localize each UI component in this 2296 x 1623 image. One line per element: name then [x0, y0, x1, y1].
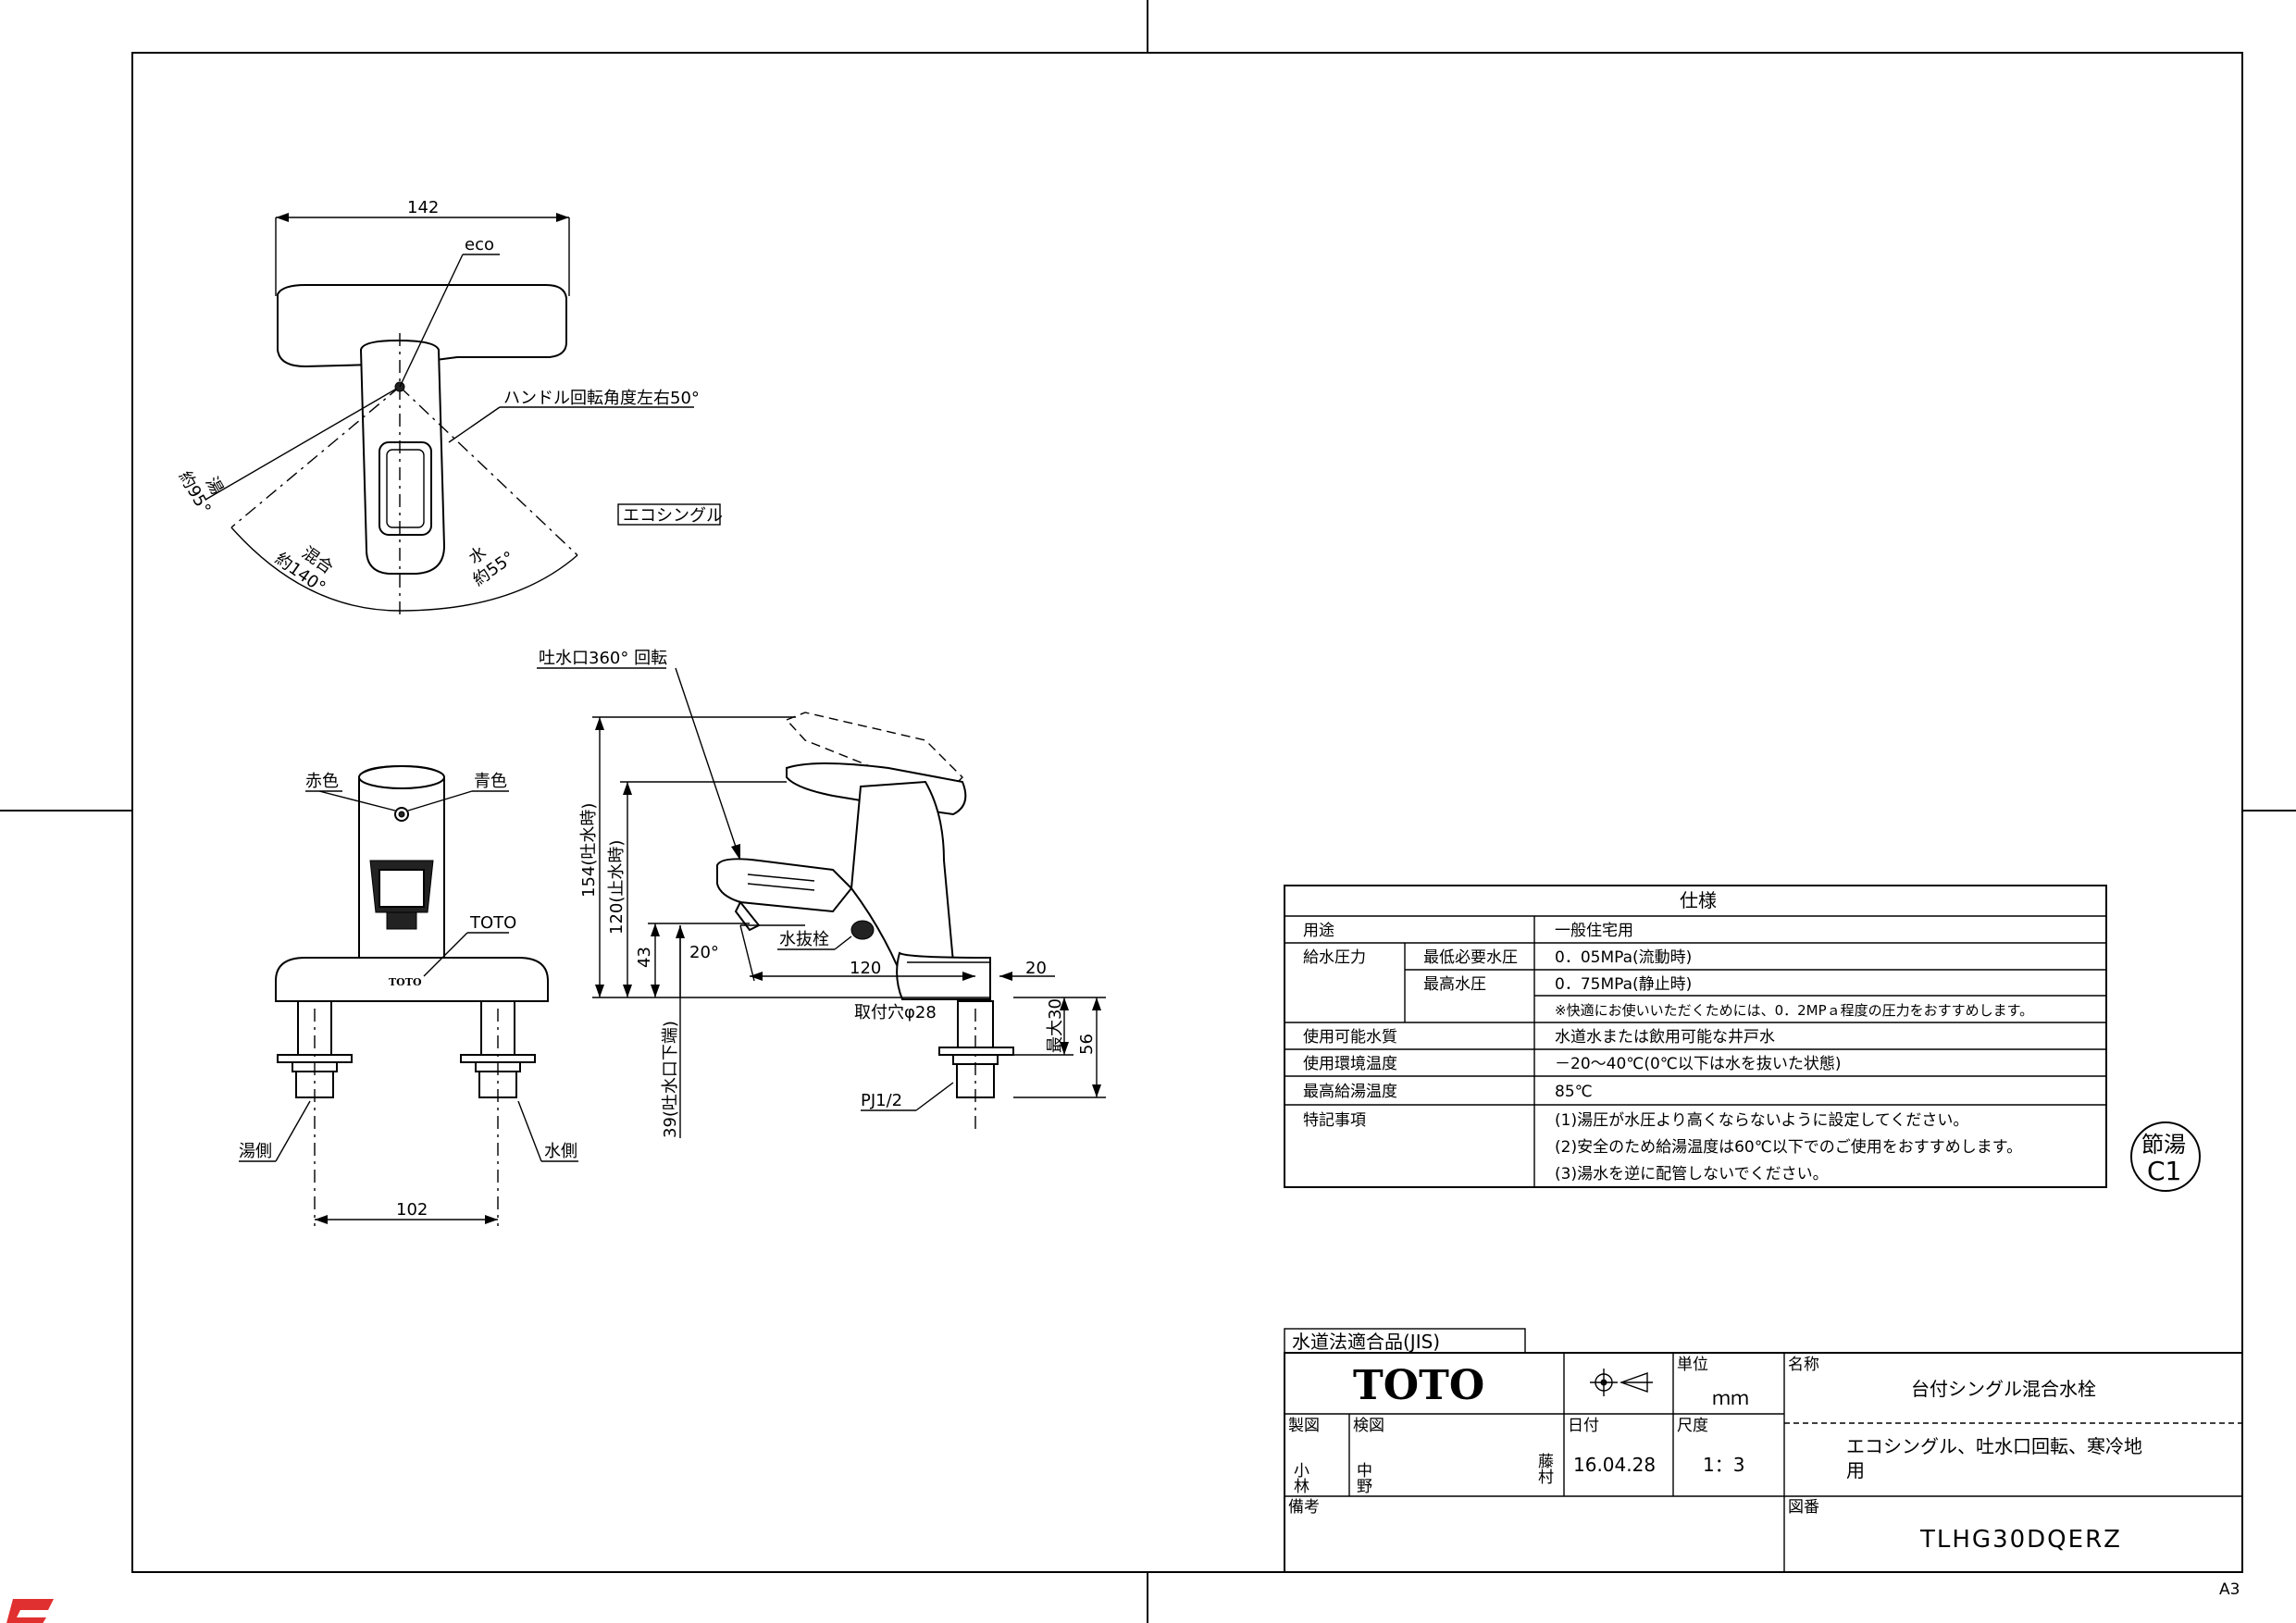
spec-row-7-label: 特記事項 — [1303, 1111, 1366, 1130]
dim-142: 142 — [407, 198, 439, 217]
svg-text:C1: C1 — [2147, 1156, 2181, 1186]
spec-row-4-label: 使用可能水質 — [1303, 1027, 1397, 1047]
brand-logo: TOTO — [1353, 1362, 1484, 1409]
top-view: 142 eco ハンドル回転角度左右50° 湯約95° 混合約140° 水約55… — [175, 198, 723, 615]
date-label: 日付 — [1568, 1417, 1599, 1435]
spec-row-2-sub: 最高水圧 — [1423, 975, 1486, 994]
projection-symbol-icon — [1590, 1369, 1653, 1396]
spec-row-0-value: 一般住宅用 — [1555, 922, 1633, 940]
spec-row-1-label: 給水圧力 — [1303, 948, 1366, 967]
dim-56: 56 — [1077, 1034, 1097, 1055]
dwg-number: TLHG30DQERZ — [1919, 1526, 2122, 1554]
name-value: 台付シングル混合水栓 — [1911, 1378, 2096, 1400]
remarks-label: 備考 — [1288, 1498, 1320, 1517]
dim-120-len: 120 — [850, 959, 881, 978]
spout-rotation-label: 吐水口360° 回転 — [539, 649, 667, 668]
sheet-size: A3 — [2219, 1580, 2240, 1599]
mount-hole-label: 取付穴φ28 — [854, 1003, 937, 1022]
spec-row-0-label: 用途 — [1303, 922, 1334, 940]
unit-value: ｍｍ — [1712, 1387, 1749, 1409]
checked-name-2: 藤村 — [1534, 1453, 1554, 1484]
sheet-border — [131, 52, 2243, 1573]
jis-label: 水道法適合品(JIS) — [1292, 1331, 1440, 1353]
spec-row-9-value: (3)湯水を逆に配管しないでください。 — [1555, 1165, 1829, 1183]
checked-label: 検図 — [1353, 1417, 1384, 1435]
water-saving-stamp: 節湯 C1 — [2130, 1121, 2201, 1192]
scale-label: 尺度 — [1677, 1417, 1708, 1435]
svg-text:節湯: 節湯 — [2141, 1132, 2186, 1158]
dim-20-len: 20 — [1025, 959, 1047, 978]
handle-angle-label: ハンドル回転角度左右50° — [503, 389, 700, 408]
drain-plug-label: 水抜栓 — [779, 930, 829, 949]
eco-single-tag: エコシングル — [623, 506, 723, 526]
dim-angle-20: 20° — [689, 943, 719, 962]
blue-label: 青色 — [474, 772, 507, 791]
red-label: 赤色 — [305, 772, 339, 791]
dim-max30: 最大30 — [1046, 998, 1065, 1053]
dim-43: 43 — [635, 947, 654, 968]
cold-side-label: 水側 — [544, 1142, 577, 1161]
spec-row-7-value: (1)湯圧が水圧より高くならないように設定してください。 — [1555, 1111, 1968, 1130]
mix-angle-label: 混合約140° — [271, 532, 341, 597]
drawn-label: 製図 — [1288, 1417, 1320, 1435]
dim-154: 154(吐水時) — [579, 803, 599, 898]
spec-row-8-value: (2)安全のため給湯温度は60℃以下でのご使用をおすすめします。 — [1555, 1137, 2022, 1157]
toto-mark: TOTO — [389, 976, 422, 988]
drawn-name: 小林 — [1290, 1462, 1309, 1493]
pj-label: PJ1/2 — [861, 1091, 902, 1110]
desc-line-2: 用 — [1846, 1459, 1865, 1481]
dwg-label: 図番 — [1788, 1498, 1819, 1517]
desc-line-1: エコシングル、吐水口回転、寒冷地 — [1846, 1435, 2142, 1457]
spec-row-1-sub: 最低必要水圧 — [1423, 948, 1518, 967]
toto-label: TOTO — [469, 913, 516, 933]
cold-angle-label: 水約55° — [458, 531, 519, 590]
front-view: 赤色 青色 TOTO TOTO 湯側 水側 102 — [239, 764, 578, 1226]
spec-row-2-value: 0．75MPa(静止時) — [1555, 975, 1692, 994]
spec-title: 仕様 — [1680, 889, 1717, 911]
date-value: 16.04.28 — [1573, 1454, 1656, 1476]
spec-row-5-label: 使用環境温度 — [1303, 1054, 1397, 1073]
dim-120: 120(止水時) — [607, 840, 627, 935]
spec-row-1-value: 0．05MPa(流動時) — [1555, 948, 1692, 967]
spec-table: 仕様 用途 一般住宅用 給水圧力 最低必要水圧 0．05MPa(流動時) 最高水… — [1284, 885, 2107, 1188]
hot-angle-label: 湯約95° — [175, 458, 232, 518]
side-view: 吐水口360° 回転 水抜栓 PJ1/2 取付穴φ28 154(吐水時) — [537, 649, 1106, 1138]
checked-name-1: 中野 — [1353, 1462, 1372, 1493]
spec-row-6-label: 最高給湯温度 — [1303, 1083, 1397, 1101]
dim-39: 39(吐水口下端) — [661, 1021, 680, 1138]
unit-label: 単位 — [1677, 1356, 1708, 1374]
spec-row-6-value: 85℃ — [1555, 1083, 1593, 1101]
dim-102: 102 — [396, 1200, 428, 1220]
eco-label: eco — [465, 235, 494, 254]
name-label: 名称 — [1788, 1356, 1819, 1374]
title-block: 水道法適合品(JIS) TOTO 単位 ｍｍ 名称 台付シングル混合水栓 製図 … — [1284, 1328, 2243, 1573]
scale-value: 1：3 — [1703, 1454, 1744, 1476]
corner-logo-icon — [6, 1599, 54, 1623]
spec-row-5-value: －20～40℃(0℃以下は水を抜いた状態) — [1555, 1055, 1842, 1073]
hot-side-label: 湯側 — [239, 1142, 272, 1161]
spec-row-4-value: 水道水または飲用可能な井戸水 — [1555, 1028, 1775, 1047]
spec-row-3-value: ※快適にお使いいただくためには、0．2MPａ程度の圧力をおすすめします。 — [1555, 1002, 2033, 1019]
